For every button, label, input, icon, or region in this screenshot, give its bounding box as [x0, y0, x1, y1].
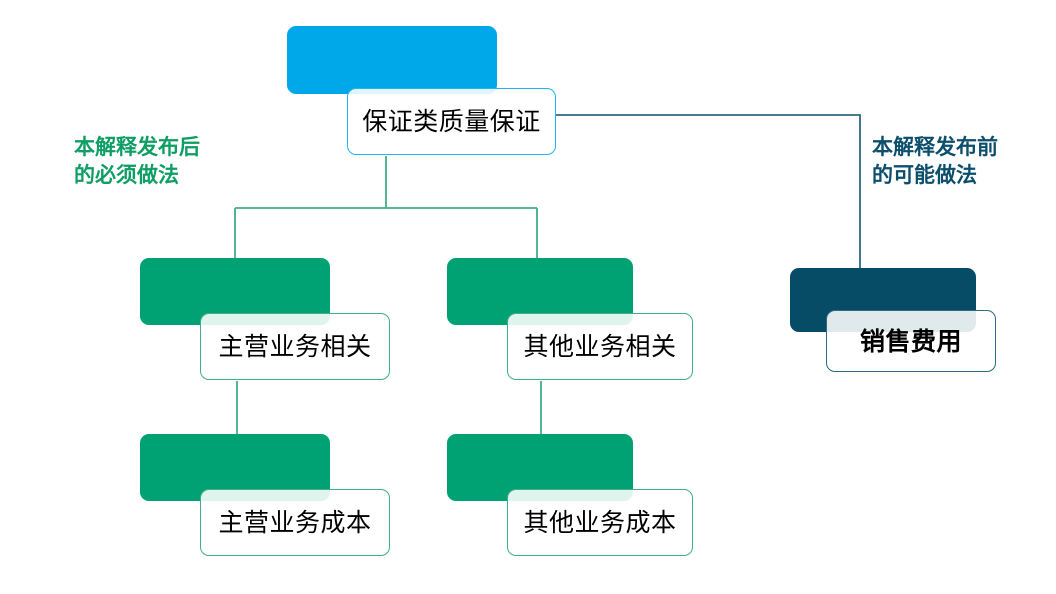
node-main-business-related-labelbox[interactable]: 主营业务相关	[200, 313, 390, 380]
node-other-business-cost-label: 其他业务成本	[523, 508, 677, 537]
node-root[interactable]: 保证类质量保证	[287, 26, 556, 155]
node-main-business-related-label: 主营业务相关	[218, 332, 372, 361]
node-root-label: 保证类质量保证	[362, 107, 541, 136]
node-root-accent-rect	[287, 26, 497, 94]
node-main-business-cost-label: 主营业务成本	[218, 508, 372, 537]
node-other-business-related-label: 其他业务相关	[523, 332, 677, 361]
annotation-before-interpretation: 本解释发布前 的可能做法	[872, 135, 998, 187]
node-main-business-related[interactable]: 主营业务相关	[140, 258, 390, 380]
annotation-after-interpretation: 本解释发布后 的必须做法	[74, 135, 200, 187]
node-sales-expense-label: 销售费用	[859, 326, 962, 356]
node-main-business-cost-labelbox[interactable]: 主营业务成本	[200, 489, 390, 556]
node-other-business-cost[interactable]: 其他业务成本	[447, 434, 693, 556]
node-sales-expense[interactable]: 销售费用	[790, 268, 996, 372]
node-main-business-cost[interactable]: 主营业务成本	[140, 434, 390, 556]
node-other-business-cost-labelbox[interactable]: 其他业务成本	[507, 489, 693, 556]
node-other-business-related[interactable]: 其他业务相关	[447, 258, 693, 380]
node-root-labelbox[interactable]: 保证类质量保证	[347, 88, 556, 155]
node-sales-expense-labelbox[interactable]: 销售费用	[826, 310, 996, 372]
node-other-business-related-labelbox[interactable]: 其他业务相关	[507, 313, 693, 380]
connector-root-to-sales-expense	[556, 114, 861, 270]
